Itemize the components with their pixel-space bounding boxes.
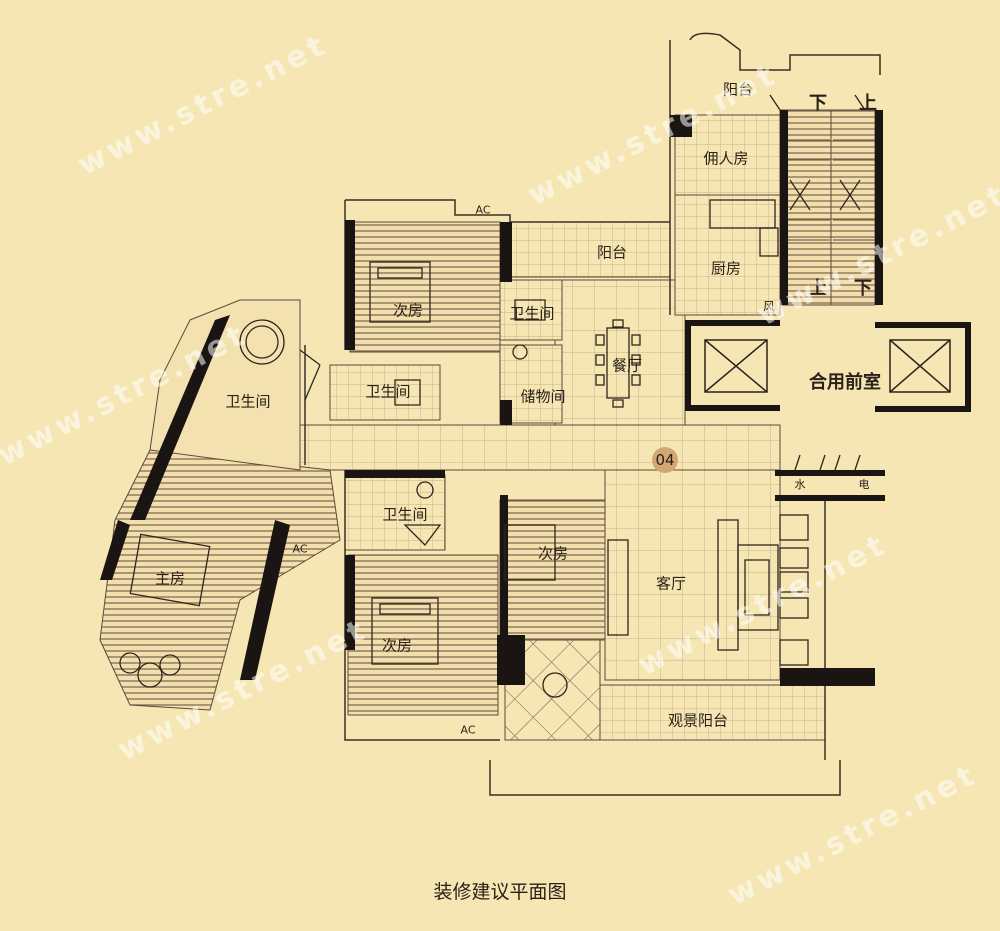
bath-lower-floor bbox=[344, 474, 446, 551]
bed-master bbox=[129, 533, 211, 607]
bedroom-sw-floor bbox=[347, 554, 499, 716]
kitchen-counter bbox=[709, 199, 776, 229]
water-mark: 水 bbox=[794, 478, 806, 491]
stair-up-1: 上 bbox=[859, 93, 877, 114]
label-bathroom-small: 卫生间 bbox=[509, 304, 555, 323]
wind-mark: 风 bbox=[762, 299, 776, 314]
maid-floor bbox=[674, 114, 781, 196]
label-master-bedroom: 主房 bbox=[154, 569, 186, 588]
label-bedroom-center: 次房 bbox=[537, 544, 569, 563]
stair-up-2: 上 bbox=[809, 278, 827, 299]
bed-nw bbox=[369, 261, 431, 323]
bedroom-nw-floor bbox=[349, 221, 501, 353]
ac-label-top: AC bbox=[475, 203, 491, 217]
balcony-mid-floor bbox=[509, 221, 671, 278]
dining-table bbox=[606, 327, 630, 399]
label-view-balcony: 观景阳台 bbox=[667, 711, 729, 730]
label-living: 客厅 bbox=[655, 574, 687, 593]
corridor-floor bbox=[299, 424, 781, 471]
bath-small-floor bbox=[499, 279, 563, 341]
ac-label-bottom: AC bbox=[460, 723, 476, 737]
label-bathroom-lower: 卫生间 bbox=[382, 505, 428, 524]
label-maid-room: 佣人房 bbox=[703, 149, 749, 168]
unit-marker bbox=[652, 447, 678, 473]
label-storage: 储物间 bbox=[520, 387, 566, 406]
label-kitchen: 厨房 bbox=[710, 259, 742, 278]
caption: 装修建议平面图 bbox=[433, 881, 567, 903]
view-balcony-floor bbox=[599, 684, 826, 741]
stair-down-2: 下 bbox=[854, 278, 872, 299]
bedroom-center-floor bbox=[499, 499, 606, 641]
stairs bbox=[779, 109, 876, 306]
label-master-bath: 卫生间 bbox=[225, 392, 271, 411]
label-dining: 餐厅 bbox=[611, 356, 643, 375]
unit-number: 04 bbox=[655, 451, 675, 469]
ac-label-mid: AC bbox=[292, 542, 308, 556]
kitchen-floor bbox=[674, 194, 781, 316]
electric-mark: 电 bbox=[858, 478, 870, 491]
bed-sw bbox=[371, 597, 439, 665]
round-table bbox=[239, 319, 285, 365]
label-balcony-mid: 阳台 bbox=[596, 243, 628, 262]
label-bathroom-mid: 卫生间 bbox=[365, 382, 411, 401]
bed-center bbox=[504, 524, 556, 581]
stair-down-1: 下 bbox=[809, 93, 827, 114]
label-bedroom-nw: 次房 bbox=[392, 301, 424, 320]
master-bath-floor bbox=[149, 299, 301, 471]
bath-mid-floor bbox=[329, 364, 441, 421]
label-shared-lobby: 合用前室 bbox=[809, 372, 881, 393]
label-balcony-top: 阳台 bbox=[722, 80, 754, 99]
living-floor bbox=[604, 469, 781, 681]
label-bedroom-sw: 次房 bbox=[381, 636, 413, 655]
